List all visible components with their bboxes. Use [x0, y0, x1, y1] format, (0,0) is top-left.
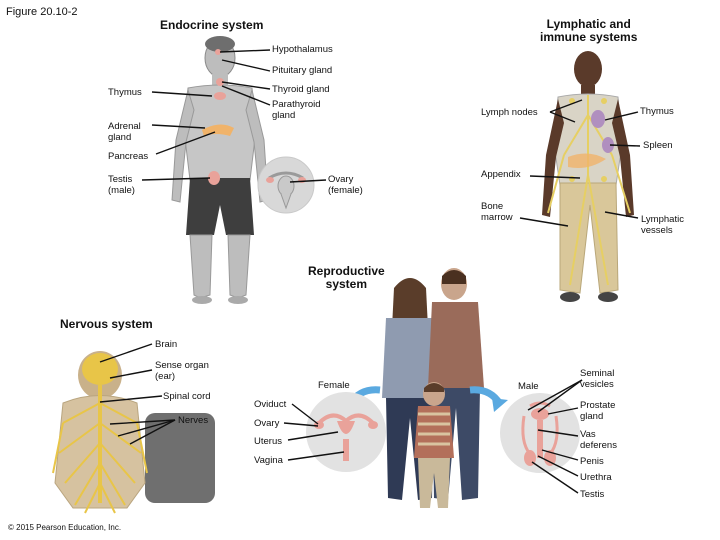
label-seminal-vesicles: Seminal vesicles	[580, 368, 615, 390]
spleen-marker	[602, 137, 614, 153]
label-sense-organ: Sense organ (ear)	[155, 360, 209, 382]
label-pituitary-gland: Pituitary gland	[272, 65, 333, 76]
label-brain: Brain	[155, 339, 178, 350]
thymus-marker	[214, 92, 226, 100]
female-reproductive-inset	[306, 392, 386, 472]
label-ovary-reproductive: Ovary	[254, 418, 280, 429]
label-ovary-endocrine: Ovary (female)	[328, 174, 363, 196]
copyright: © 2015 Pearson Education, Inc.	[8, 523, 122, 532]
lymphatic-figure	[542, 51, 634, 302]
uterus-shape	[337, 421, 355, 434]
label-thymus-endocrine: Thymus	[108, 87, 142, 98]
male-reproductive-inset	[500, 393, 580, 473]
reproductive-system-title: Reproductive system	[308, 264, 385, 291]
penis-shape	[537, 420, 543, 458]
thymus-marker	[591, 110, 605, 128]
brain-shape	[82, 353, 118, 385]
label-thyroid-gland: Thyroid gland	[272, 84, 330, 95]
nerves-shape	[52, 402, 148, 514]
family-photo	[382, 268, 484, 508]
label-adrenal-gland: Adrenal gland	[108, 121, 141, 143]
label-vas-deferens: Vas deferens	[580, 429, 617, 451]
prostate-shape	[531, 408, 549, 420]
label-prostate-gland: Prostate gland	[580, 400, 616, 422]
label-thymus-lymphatic: Thymus	[640, 106, 674, 117]
label-lymph-nodes: Lymph nodes	[481, 107, 538, 118]
label-appendix: Appendix	[481, 169, 521, 180]
vagina-shape	[343, 439, 349, 461]
label-testis-reproductive: Testis	[580, 489, 605, 500]
figure-label: Figure 20.10-2	[6, 6, 78, 18]
pancreas-marker	[202, 124, 234, 136]
label-parathyroid-gland: Parathyroid gland	[272, 99, 321, 121]
label-nerves: Nerves	[178, 415, 209, 426]
hypothalamus-marker	[215, 49, 221, 55]
label-uterus: Uterus	[254, 436, 282, 447]
label-spinal-cord: Spinal cord	[163, 391, 211, 402]
endocrine-system-title: Endocrine system	[160, 18, 264, 32]
label-pancreas: Pancreas	[108, 151, 149, 162]
label-bone-marrow: Bone marrow	[481, 201, 513, 223]
nervous-system-title: Nervous system	[60, 317, 153, 331]
thyroid-marker	[216, 78, 224, 86]
label-vagina: Vagina	[254, 455, 283, 466]
label-penis: Penis	[580, 456, 604, 467]
label-urethra: Urethra	[580, 472, 612, 483]
backpack	[145, 413, 215, 503]
label-male: Male	[518, 381, 539, 392]
lymphatic-system-title: Lymphatic and immune systems	[540, 17, 638, 44]
label-female: Female	[318, 380, 350, 391]
label-spleen: Spleen	[643, 140, 673, 151]
label-hypothalamus: Hypothalamus	[272, 44, 333, 55]
label-testis-endocrine: Testis (male)	[108, 174, 135, 196]
label-lymphatic-vessels: Lymphatic vessels	[641, 214, 684, 236]
label-oviduct: Oviduct	[254, 399, 287, 410]
ovary-inset	[257, 156, 315, 214]
testis-marker	[208, 171, 220, 185]
